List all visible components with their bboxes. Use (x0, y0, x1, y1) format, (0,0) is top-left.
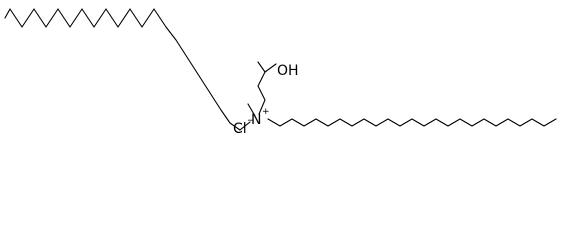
upper-alkyl-chain (4, 8, 251, 131)
nitrogen-label: N (251, 112, 261, 128)
hydroxyl-bond (264, 63, 277, 73)
hydroxypropyl-arm (257, 61, 266, 115)
nitrogen-charge: + (262, 107, 270, 117)
molecule-svg: OH N + Cl − (4, 8, 557, 137)
methyl-bond (247, 103, 256, 117)
lower-alkyl-chain (267, 118, 557, 127)
hydroxyl-label: OH (277, 63, 299, 79)
structure-diagram: OH N + Cl − (4, 8, 557, 137)
chloride-label: Cl (233, 121, 247, 137)
chloride-charge: − (247, 116, 255, 126)
